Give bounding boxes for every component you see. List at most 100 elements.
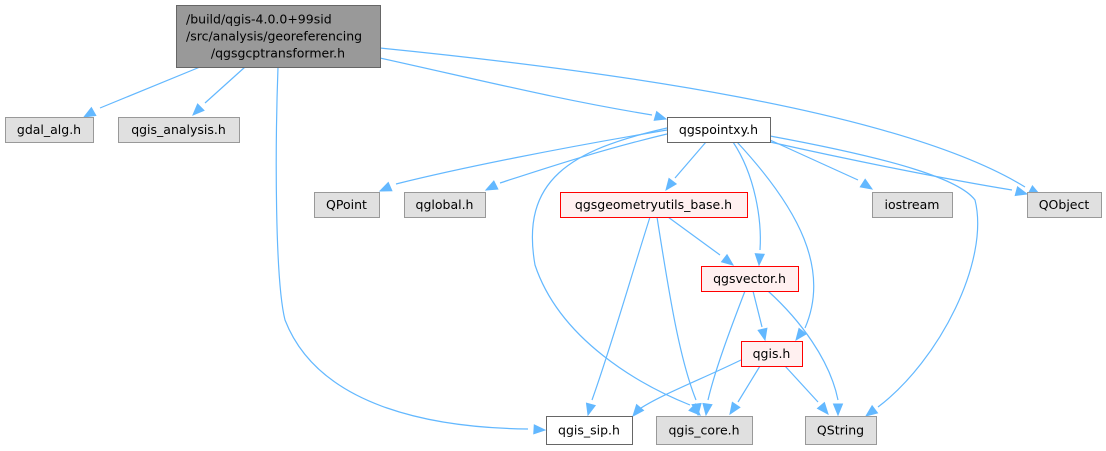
edge-root-to-qgis_analysis (192, 66, 246, 116)
edge-line (395, 129, 668, 185)
edge-qgspointxy-to-qgis_core (531, 127, 701, 416)
edge-root-to-qgspointxy (379, 57, 668, 121)
arrowhead-icon (816, 401, 829, 416)
node-qobject: QObject (1027, 192, 1102, 218)
edge-root-to-qgis_sip (275, 66, 547, 435)
arrowhead-icon (729, 401, 741, 416)
node-qgis-sip[interactable]: qgis_sip.h (546, 416, 633, 445)
edges-layer (82, 47, 1042, 435)
edge-qgis-to-qstring (784, 365, 829, 416)
arrowhead-icon (832, 403, 844, 417)
arrowhead-icon (378, 181, 393, 192)
edge-line (667, 216, 721, 256)
edge-qgis-to-qgis_core (729, 365, 761, 416)
arrowhead-icon (82, 106, 97, 118)
edge-line (752, 290, 763, 328)
node-label: qgis_analysis.h (131, 122, 226, 137)
nodes-layer: /build/qgis-4.0.0+99sid/src/analysis/geo… (5, 5, 1102, 445)
node-qgis[interactable]: qgis.h (741, 341, 803, 367)
node-qgsgeometryutils-base[interactable]: qgsgeometryutils_base.h (560, 192, 748, 218)
node-label: iostream (885, 197, 940, 212)
node-label: qglobal.h (416, 197, 474, 212)
edge-qgspointxy-to-qgis (736, 141, 815, 342)
edge-qgsgeometryutils_base-to-qgis_sip (585, 216, 651, 417)
arrowhead-icon (533, 424, 547, 435)
node-label: qgspointxy.h (679, 122, 758, 137)
node-box (176, 5, 381, 68)
edge-line (204, 66, 246, 104)
edge-qgspointxy-to-qglobal (484, 133, 668, 191)
arrowhead-icon (632, 403, 645, 418)
arrowhead-icon (484, 180, 499, 191)
arrowhead-icon (720, 253, 735, 266)
edge-line (769, 139, 859, 181)
edge-qgspointxy-to-qgsgeometryutils_base (665, 141, 707, 192)
arrowhead-icon (864, 404, 879, 417)
edge-qgspointxy-to-qstring (769, 135, 979, 417)
edge-line (707, 290, 746, 401)
edge-line (769, 141, 1013, 191)
node-label: qgsvector.h (713, 271, 786, 286)
node-label: /qgsgcptransformer.h (211, 46, 345, 61)
node-box (667, 117, 771, 143)
edge-line (531, 127, 691, 406)
arrowhead-icon (795, 327, 808, 342)
arrowhead-icon (585, 402, 597, 417)
node-root[interactable]: /build/qgis-4.0.0+99sid/src/analysis/geo… (176, 5, 381, 68)
node-box (118, 117, 240, 143)
arrowhead-icon (665, 177, 678, 192)
edge-line (591, 216, 651, 401)
node-box (546, 416, 633, 445)
node-box (656, 416, 753, 445)
arrowhead-icon (754, 253, 765, 267)
edge-qgspointxy-to-iostream (769, 139, 874, 190)
node-label: QString (817, 423, 864, 438)
node-qgis-analysis: qgis_analysis.h (118, 117, 240, 143)
node-qpoint: QPoint (314, 192, 380, 218)
edge-line (637, 359, 742, 411)
edge-line (736, 141, 815, 329)
edge-line (656, 216, 697, 401)
node-box (805, 416, 877, 445)
node-box (741, 341, 803, 367)
edge-qgsgeometryutils_base-to-qgsvector (667, 216, 735, 266)
edge-line (499, 133, 668, 184)
node-qstring: QString (805, 416, 877, 445)
node-box (314, 192, 380, 218)
edge-line (784, 365, 819, 403)
node-label: QPoint (326, 197, 367, 212)
node-label: gdal_alg.h (17, 122, 81, 137)
node-qgsvector[interactable]: qgsvector.h (701, 266, 799, 292)
edge-line (737, 365, 761, 403)
edge-line (767, 290, 839, 401)
node-gdal-alg: gdal_alg.h (5, 117, 94, 143)
node-label: /src/analysis/georeferencing (186, 29, 362, 44)
node-box (5, 117, 94, 143)
arrowhead-icon (1014, 185, 1029, 197)
edge-line (99, 66, 201, 109)
node-label: qgis_core.h (668, 423, 739, 438)
node-label: qgsgeometryutils_base.h (575, 197, 732, 212)
node-label: QObject (1039, 197, 1090, 212)
arrowhead-icon (691, 402, 702, 417)
edge-qgspointxy-to-qpoint (378, 129, 668, 192)
arrowhead-icon (757, 327, 768, 342)
node-label: /build/qgis-4.0.0+99sid (186, 12, 332, 27)
edge-line (275, 66, 529, 430)
node-label: qgis.h (753, 346, 791, 361)
edge-qgsvector-to-qgis_core (702, 290, 746, 417)
node-box (701, 266, 799, 292)
node-box (404, 192, 486, 218)
edge-line (732, 141, 761, 251)
arrowhead-icon (653, 110, 668, 121)
edge-line (674, 141, 707, 179)
edge-qgsgeometryutils_base-to-qgis_core (656, 216, 702, 417)
node-box (872, 192, 953, 218)
edge-line (379, 47, 1026, 188)
node-qglobal: qglobal.h (404, 192, 486, 218)
edge-root-to-gdal_alg (82, 66, 201, 118)
node-qgspointxy[interactable]: qgspointxy.h (667, 117, 771, 143)
arrowhead-icon (702, 402, 713, 417)
node-qgis-core: qgis_core.h (656, 416, 753, 445)
